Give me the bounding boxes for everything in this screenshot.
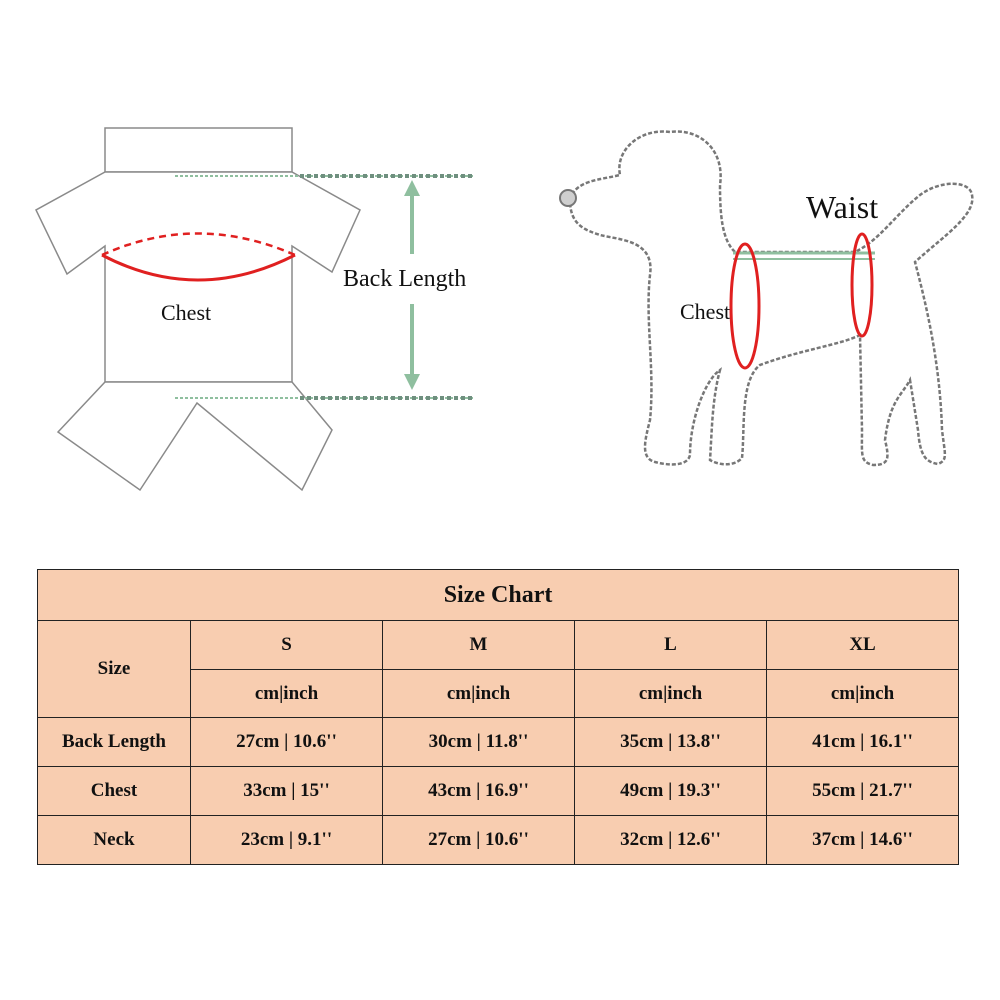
- table-cell: 30cm | 11.8'': [382, 717, 575, 767]
- measurement-diagram: Chest Back Length Chest Waist: [35, 127, 974, 492]
- garment-outline: [35, 127, 361, 492]
- dog-waist-ring: [850, 232, 874, 338]
- row-label-back-length: Back Length: [37, 717, 191, 767]
- size-chart-title-row: Size Chart: [36, 569, 960, 621]
- table-cell: 32cm | 12.6'': [574, 815, 767, 865]
- table-cell: 27cm | 10.6'': [382, 815, 575, 865]
- table-cell: 55cm | 21.7'': [765, 766, 960, 816]
- table-cell: 35cm | 13.8'': [574, 717, 767, 767]
- dog-waist-label: Waist: [806, 189, 878, 225]
- unit-label-xl: cm|inch: [765, 669, 960, 718]
- garment-chest-ring-front: [101, 253, 296, 282]
- table-row: Back Length 27cm | 10.6'' 30cm | 11.8'' …: [37, 717, 960, 767]
- dog-outline: [568, 130, 974, 467]
- dog-nose: [559, 189, 577, 207]
- size-header-row: Size S M L XL: [37, 620, 960, 718]
- size-chart-title: Size Chart: [36, 569, 960, 621]
- table-row: Chest 33cm | 15'' 43cm | 16.9'' 49cm | 1…: [37, 766, 960, 816]
- row-label-chest: Chest: [37, 766, 191, 816]
- size-header: Size: [37, 620, 191, 718]
- dog-chest-ring: [729, 242, 761, 370]
- row-label-neck: Neck: [37, 815, 191, 865]
- garment-chest-ring-back: [101, 232, 296, 257]
- dog-chest-label: Chest: [680, 299, 730, 324]
- table-cell: 49cm | 19.3'': [574, 766, 767, 816]
- table-cell: 23cm | 9.1'': [190, 815, 383, 865]
- garment-collar: [104, 127, 293, 173]
- size-s: S: [190, 620, 383, 670]
- garment-legs: [56, 381, 333, 492]
- back-length-label: Back Length: [343, 266, 466, 292]
- table-cell: 33cm | 15'': [190, 766, 383, 816]
- size-l: L: [574, 620, 767, 670]
- size-m: M: [382, 620, 575, 670]
- table-cell: 41cm | 16.1'': [765, 717, 960, 767]
- unit-row: cm|inch cm|inch cm|inch cm|inch: [38, 669, 960, 718]
- back-length-arrow-down: [404, 304, 420, 390]
- unit-label-s: cm|inch: [190, 669, 383, 718]
- unit-label-m: cm|inch: [382, 669, 575, 718]
- table-cell: 43cm | 16.9'': [382, 766, 575, 816]
- back-length-arrow-up: [404, 180, 420, 254]
- garment-chest-label: Chest: [161, 300, 211, 325]
- table-cell: 37cm | 14.6'': [765, 815, 960, 865]
- garment-body: [35, 171, 361, 383]
- size-chart-table: Size Chart Size S M L XL cm|inch cm|inch…: [36, 569, 960, 865]
- unit-label-l: cm|inch: [574, 669, 767, 718]
- size-xl: XL: [765, 620, 960, 670]
- table-row: Neck 23cm | 9.1'' 27cm | 10.6'' 32cm | 1…: [37, 815, 960, 865]
- table-cell: 27cm | 10.6'': [190, 717, 383, 767]
